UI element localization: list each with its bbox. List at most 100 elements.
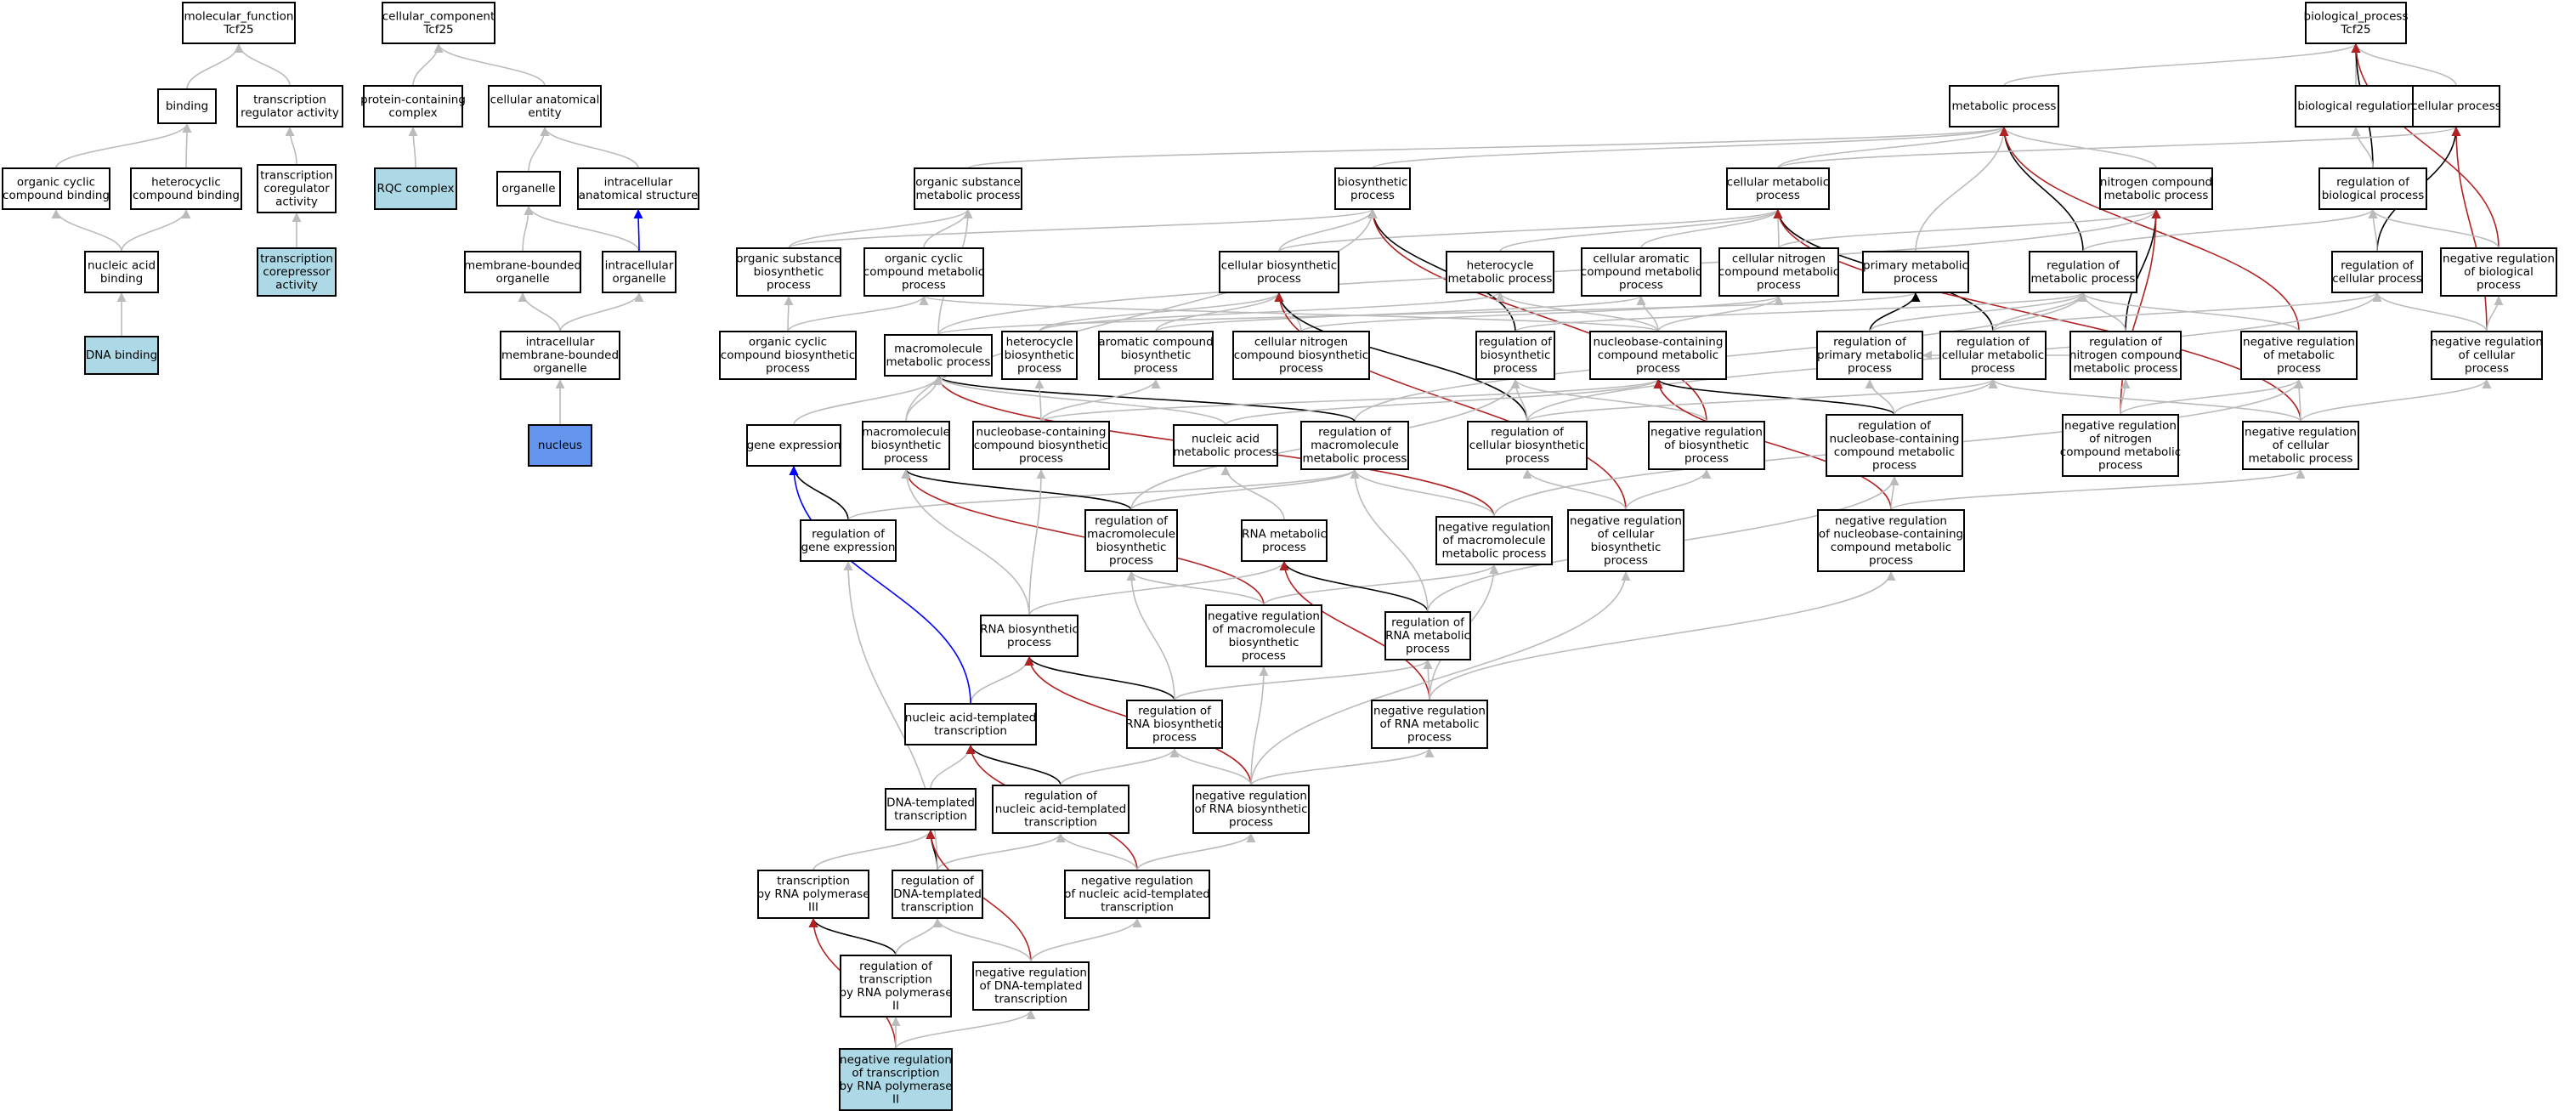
go-term-node-binding[interactable]: binding	[157, 88, 217, 124]
node-label-line: transcription	[777, 875, 850, 888]
node-label-line: organic substance	[736, 252, 841, 266]
node-label-line: binding	[100, 272, 143, 286]
go-term-node-rmabp[interactable]: regulation ofmacromoleculebiosyntheticpr…	[1084, 509, 1178, 572]
go-term-node-breg[interactable]: biological regulation	[2295, 85, 2417, 128]
node-box	[257, 247, 337, 297]
node-box	[2099, 167, 2213, 210]
go-term-node-rqc[interactable]: RQC complex	[374, 167, 457, 210]
go-term-node-ge[interactable]: gene expression	[746, 424, 841, 467]
node-label-line: regulation of	[2336, 175, 2410, 189]
node-label-line: negative regulation	[1570, 514, 1682, 528]
node-box	[1567, 509, 1684, 572]
edge-is-a-hbp-to-hmp	[1039, 292, 1505, 332]
go-term-node-cp[interactable]: cellular process	[2411, 85, 2501, 128]
node-box	[1219, 251, 1339, 293]
edge-is-a-osbp-to-osmp	[788, 208, 973, 249]
node-label-line: process	[1756, 189, 1800, 202]
edge-is-a-nbcbp-to-acbp	[1040, 378, 1161, 422]
go-term-node-rnbcmp[interactable]: regulation ofnucleobase-containingcompou…	[1826, 414, 1963, 477]
node-label-line: process	[1152, 731, 1197, 745]
edge-layer	[51, 43, 2504, 1050]
go-term-node-mp[interactable]: metabolic process	[1949, 85, 2059, 128]
node-label-line: coregulator	[263, 182, 330, 196]
node-label-line: entity	[528, 106, 561, 120]
go-term-node-dnab[interactable]: DNA binding	[84, 336, 159, 375]
node-label-line: nitrogen compound	[2069, 349, 2182, 362]
go-term-node-organelle[interactable]: organelle	[496, 171, 561, 207]
go-term-node-nucleus[interactable]: nucleus	[528, 424, 592, 467]
